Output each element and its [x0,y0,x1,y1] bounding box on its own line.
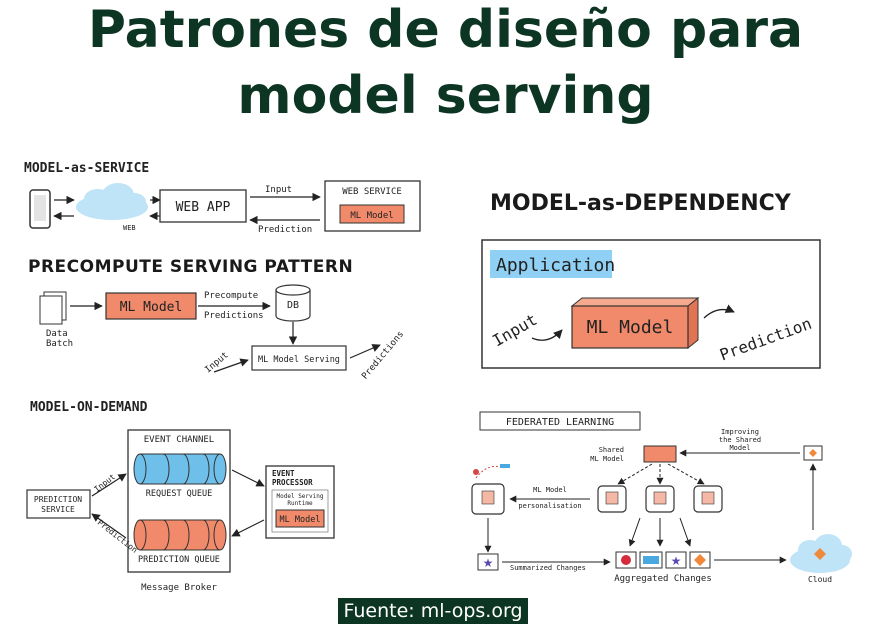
input-label: Input [265,185,292,195]
event-processor-label-1: EVENT [272,469,295,478]
request-queue-icon [133,453,227,485]
model-as-service-heading: MODEL-as-SERVICE [24,161,149,176]
summarized-changes-label: Summarized Changes [510,564,586,572]
request-to-processor-arrow [231,469,265,487]
improving-label-3: Model [729,444,750,452]
mod-ml-model-box [275,509,325,528]
shared-model-box [643,445,677,463]
phone-screen [34,195,46,221]
personalisation-label-2: personalisation [518,502,581,510]
model-on-demand-heading: MODEL-ON-DEMAND [30,400,148,415]
processor-to-prediction-arrow [231,519,265,537]
summary-star-icon: ★ [483,556,494,570]
db-label: DB [287,300,299,311]
runtime-label-2: Runtime [287,500,313,507]
precompute-section: PRECOMPUTE SERVING PATTERN Data Batch ML… [28,257,406,382]
aggregated-changes-label: Aggregated Changes [614,574,712,584]
serving-input-label: Input [203,350,230,375]
svg-text:★: ★ [671,554,682,568]
model-as-dependency-section: MODEL-as-DEPENDENCY Application Input ML… [481,191,821,369]
model-as-dependency-heading: MODEL-as-DEPENDENCY [490,191,792,216]
model-on-demand-section: MODEL-ON-DEMAND EVENT CHANNEL REQUEST QU… [26,400,335,593]
improving-label-2: the Shared [719,436,761,444]
serving-input-arrow [213,358,249,373]
event-processor-label-2: PROCESSOR [272,478,313,487]
web-label: WEB [123,224,136,232]
serving-predictions-label: Predictions [360,329,406,381]
prediction-service-label-1: PREDICTION [34,495,82,504]
aggregated-changes-icons: ★ [615,551,711,569]
prediction-queue-icon [133,519,227,551]
precompute-label: Precompute [204,291,258,301]
prediction-label: Prediction [258,225,312,235]
request-queue-label: REQUEST QUEUE [146,489,213,499]
application-label: Application [496,255,615,276]
loop-red-dot-icon [473,469,479,475]
summary-change-box [477,553,499,571]
device-3 [693,485,723,513]
mad-ml-model-box [570,296,700,350]
web-service-label: WEB SERVICE [342,187,402,197]
mod-ml-model-label: ML Model [280,515,321,525]
event-channel-label: EVENT CHANNEL [144,435,214,445]
personal-device [471,483,505,515]
web-app-label: WEB APP [176,200,231,215]
mad-ml-model-label: ML Model [587,317,674,338]
federated-heading-box [479,411,641,431]
shared-to-device-3-arrow [667,463,705,485]
serving-predictions-arrow [349,344,381,359]
data-batch-paper [39,295,63,325]
cloud-label: Cloud [808,575,832,584]
device-2 [645,485,675,513]
improved-model-diamond-icon [809,449,817,457]
device-to-aggregate-1-arrow [628,517,641,547]
prediction-to-service-arrow [91,513,127,539]
db-cylinder-icon [275,284,311,322]
prediction-service-box [26,489,91,519]
data-batch-label-2: Batch [46,339,73,349]
precompute-heading: PRECOMPUTE SERVING PATTERN [28,257,353,277]
ml-model-box [339,204,405,224]
message-broker-label: Message Broker [141,583,217,593]
loop-blue-bar-icon [500,464,510,468]
federated-learning-section: FEDERATED LEARNING Shared ML Model Impro… [471,411,852,584]
cloud-icon [790,534,852,573]
predictions-label: Predictions [204,311,264,321]
prediction-service-label-2: SERVICE [41,505,75,514]
precompute-ml-model-label: ML Model [120,300,183,315]
mod-input-label: Input [93,472,118,494]
precompute-ml-model-box [105,292,197,320]
service-to-request-arrow [91,473,127,497]
device-1 [597,485,627,513]
personalisation-loop-arrow [475,465,505,479]
application-highlight [490,250,612,278]
event-channel-box [127,429,231,573]
prediction-queue-label: PREDICTION QUEUE [138,555,220,565]
personalisation-label-1: ML Model [533,486,567,494]
device-to-aggregate-3-arrow [679,517,692,547]
input-to-model-arrow [531,329,563,341]
page-title-line-1: Patrones de diseño para [87,0,804,60]
improving-label-1: Improving [721,428,759,436]
shared-model-label-2: ML Model [590,455,624,463]
data-batch-label-1: Data [46,329,68,339]
web-cloud-icon [76,183,148,220]
runtime-label-1: Model Serving [277,493,324,500]
ml-model-serving-label: ML Model Serving [258,355,340,365]
model-to-prediction-arrow [703,304,735,319]
source-caption: Fuente: ml-ops.org [338,598,528,624]
shared-model-label-1: Shared [599,446,624,454]
shared-to-device-1-arrow [617,463,653,485]
page-title-line-2: model serving [237,66,654,126]
model-as-service-section: MODEL-as-SERVICE WEB WEB APP Input Predi… [24,161,421,235]
web-app-box [159,189,247,223]
ml-model-serving-box [251,345,347,371]
federated-learning-heading: FEDERATED LEARNING [506,417,614,428]
ml-model-label: ML Model [350,211,393,221]
